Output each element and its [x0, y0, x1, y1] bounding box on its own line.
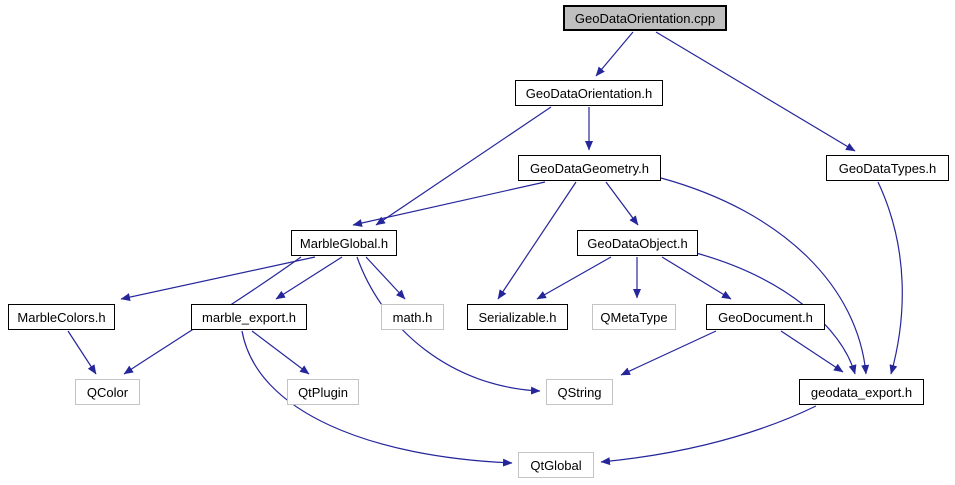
edge-geometry-to-marbleglobal	[352, 181, 546, 227]
edge-geodata-export-to-qtglobal	[600, 405, 817, 466]
edge-marble-export-to-qtplugin	[251, 330, 310, 375]
edge-object-to-serializable	[536, 256, 612, 300]
edge-orientation-to-marbleglobal	[375, 106, 552, 226]
edge-geometry-to-object	[605, 181, 639, 226]
node-geodata-export-h[interactable]: geodata_export.h	[799, 379, 924, 405]
node-geodataobject-h[interactable]: GeoDataObject.h	[577, 230, 698, 256]
edge-geodocument-to-qstring	[620, 330, 717, 376]
edge-marbleglobal-to-math-h	[365, 256, 406, 300]
node-qtglobal: QtGlobal	[518, 452, 594, 478]
edge-cpp-to-types-h	[655, 31, 856, 152]
edge-object-to-geodocument	[661, 256, 732, 300]
edge-marble-export-to-qtglobal	[241, 330, 513, 467]
node-marblecolors-h[interactable]: MarbleColors.h	[8, 304, 115, 330]
node-qtplugin: QtPlugin	[287, 379, 359, 405]
edge-cpp-to-orientation-h	[595, 31, 634, 77]
node-serializable-h[interactable]: Serializable.h	[467, 304, 568, 330]
node-geodatageometry-h[interactable]: GeoDataGeometry.h	[518, 155, 661, 181]
node-geodataorientation-h[interactable]: GeoDataOrientation.h	[515, 80, 663, 106]
node-qstring: QString	[546, 379, 613, 405]
edge-geometry-to-serializable	[497, 181, 577, 300]
node-qmetatype: QMetaType	[592, 304, 676, 330]
edge-types-to-geodata-export	[877, 181, 903, 375]
node-qcolor: QColor	[75, 379, 140, 405]
node-geodatatypes-h[interactable]: GeoDataTypes.h	[826, 155, 949, 181]
node-marble-export-h[interactable]: marble_export.h	[191, 304, 307, 330]
node-geodataorientation-cpp: GeoDataOrientation.cpp	[563, 5, 727, 31]
edge-marbleglobal-to-qstring	[356, 256, 541, 395]
edge-marbleglobal-to-marble-export	[275, 256, 343, 300]
node-geodocument-h[interactable]: GeoDocument.h	[706, 304, 825, 330]
node-math-h: math.h	[381, 304, 444, 330]
edge-marbleglobal-to-marblecolors	[120, 256, 316, 302]
node-marbleglobal-h[interactable]: MarbleGlobal.h	[291, 230, 397, 256]
edge-geometry-to-geodata-export	[660, 177, 870, 375]
edge-geodocument-to-geodata-export	[780, 330, 844, 373]
edge-marblecolors-to-qcolor	[67, 330, 97, 375]
